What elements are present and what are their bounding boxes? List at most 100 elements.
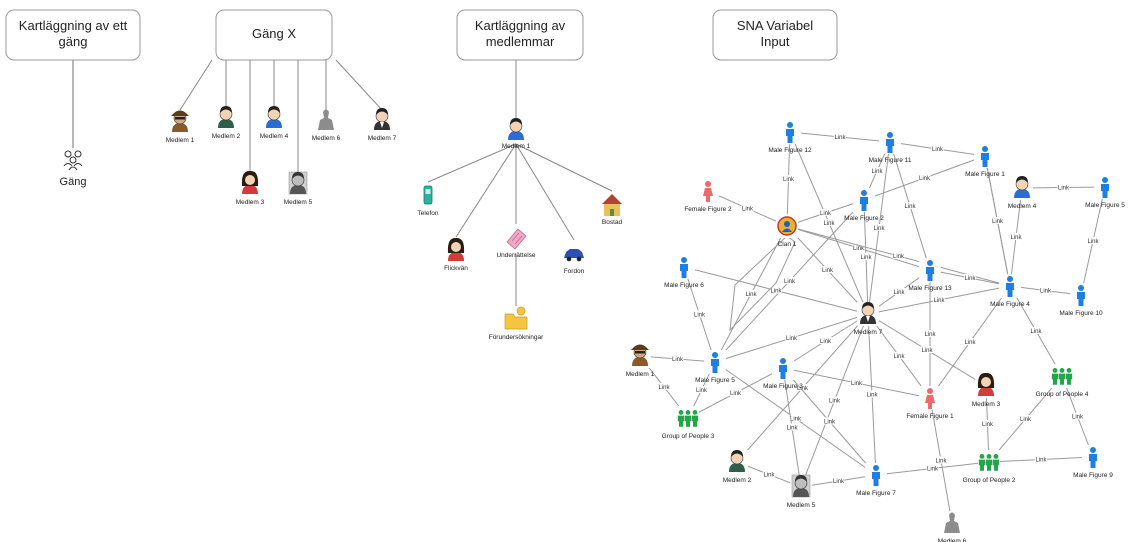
sna-edge: Link <box>800 313 869 488</box>
sna-edge: Link <box>714 199 865 363</box>
folder-icon <box>504 306 528 330</box>
sna-edge: Link <box>639 355 716 363</box>
spy-icon <box>171 110 189 132</box>
group-icon <box>978 454 1000 471</box>
sna-node-gp3: Group of People 3 <box>662 406 715 440</box>
member-map-item-telefon: Telefon <box>418 185 439 217</box>
sna-edge-label: Link <box>893 290 905 296</box>
sna-edge-label: Link <box>866 393 878 399</box>
sna-node-label: Male Figure 12 <box>768 147 812 154</box>
sna-node-label: Male Figure 6 <box>664 282 704 289</box>
header-sna-input: SNA Variabel Input <box>712 9 838 61</box>
sna-edge-label: Link <box>932 147 944 153</box>
sna-edge: Link <box>782 367 877 476</box>
sna-edge-label: Link <box>694 313 706 319</box>
header-sna-line2: Input <box>761 34 790 49</box>
member-suit-icon <box>860 302 876 324</box>
sna-edges: LinkLinkLinkLinkLinkLinkLinkLinkLinkLink… <box>639 131 1106 524</box>
member-map-item-label: Telefon <box>418 210 439 217</box>
sna-edge-label: Link <box>763 473 775 479</box>
sna-edge-label: Link <box>851 381 863 387</box>
member-map-lines <box>427 143 613 306</box>
sna-edge-label: Link <box>745 292 757 298</box>
header-gang-mapping-line2: gäng <box>59 34 88 49</box>
sna-edge: Link <box>714 225 788 363</box>
sna-edge: Link <box>782 131 795 227</box>
gang-x-member-6: Medlem 6 <box>312 109 341 142</box>
member-map-item-label: Bostad <box>602 219 623 226</box>
sna-node-mf1: Male Figure 1 <box>965 144 1005 178</box>
sna-edge-label: Link <box>829 399 841 405</box>
sna-node-mf6: Male Figure 6 <box>664 255 704 289</box>
sna-edge-label: Link <box>784 279 796 285</box>
header-member-mapping: Kartläggning av medlemmar <box>456 9 584 61</box>
man-icon <box>218 106 234 128</box>
sna-edge-label: Link <box>1072 415 1084 421</box>
sna-node-label: Medlem 1 <box>626 371 655 378</box>
sna-node-mf10: Male Figure 10 <box>1059 283 1103 317</box>
sna-edge-label: Link <box>904 204 916 210</box>
sna-edge-label: Link <box>860 255 872 261</box>
sna-node-m3: Medlem 3 <box>972 372 1001 408</box>
sna-edge: Link <box>683 266 716 363</box>
sna-node-m5: Medlem 5 <box>787 474 816 509</box>
sna-edge: Link <box>786 225 869 315</box>
sna-edge-label: Link <box>921 348 933 354</box>
sna-edge: Link <box>981 385 994 463</box>
gang-x-member-label: Medlem 4 <box>260 133 289 140</box>
gang-x-member-5: Medlem 5 <box>284 171 313 206</box>
sna-node-label: Group of People 3 <box>662 433 715 440</box>
sna-edge: Link <box>789 131 869 315</box>
sna-node-label: Group of People 4 <box>1036 391 1089 398</box>
gang-x-member-label: Medlem 2 <box>212 133 241 140</box>
sna-edge-label: Link <box>823 221 835 227</box>
member-map-item-label: Fordon <box>564 268 585 275</box>
member-gray-icon <box>791 474 811 498</box>
sna-edge-label: Link <box>964 276 976 282</box>
sna-edge-label: Link <box>1010 235 1022 241</box>
woman-icon <box>241 170 259 194</box>
sna-loop-edge <box>729 235 796 332</box>
member-statue-icon <box>944 512 960 533</box>
sna-edge: Link <box>1061 375 1094 458</box>
sna-edge-label: Link <box>1030 329 1042 335</box>
sna-edge: Link <box>800 474 877 488</box>
sna-edge: Link <box>786 199 865 227</box>
sna-edge: Link <box>875 461 990 476</box>
gang-x-member-3: Medlem 3 <box>236 170 265 206</box>
sna-node-label: Medlem 3 <box>972 401 1001 408</box>
sna-node-ff1: Female Figure 1 <box>906 386 954 420</box>
gang-x-lines <box>179 59 383 172</box>
sna-edge-label: Link <box>964 340 976 346</box>
member-map-item-flickv-n: Flickvän <box>444 237 468 272</box>
header-gang-x: Gäng X <box>215 9 333 61</box>
sna-node-label: Male Figure 13 <box>908 285 952 292</box>
sna-node-m2: Medlem 2 <box>723 450 752 484</box>
sna-node-m6: Medlem 6 <box>938 511 967 542</box>
sna-node-mf5b: Male Figure 5 <box>695 350 735 384</box>
sna-edge-label: Link <box>853 246 865 252</box>
sna-node-mf5: Male Figure 5 <box>1085 175 1125 209</box>
sna-edge: Link <box>889 141 986 157</box>
sna-edge: Link <box>867 141 891 315</box>
sna-edge: Link <box>707 190 788 227</box>
sna-edge: Link <box>867 313 931 399</box>
sna-node-mf4: Male Figure 4 <box>990 274 1030 308</box>
gang-x-member-4: Medlem 4 <box>260 106 289 140</box>
gang-x-member-7: Medlem 7 <box>368 108 397 142</box>
sna-edge: Link <box>714 313 869 363</box>
house-icon <box>602 194 622 216</box>
sna-edge-label: Link <box>672 357 684 363</box>
member-map-center: Medlem 1 <box>502 118 531 150</box>
sna-edge-label: Link <box>820 211 832 217</box>
sna-node-label: Male Figure 11 <box>869 157 912 164</box>
sna-edge-label: Link <box>933 298 945 304</box>
sna-edge: Link <box>714 361 877 476</box>
member-map-item-f-runders-kningar: Förundersökningar <box>489 306 544 341</box>
woman-icon <box>447 237 465 261</box>
group-icon <box>1051 368 1073 385</box>
sna-edge-label: Link <box>822 268 834 274</box>
gang-x-member-label: Medlem 7 <box>368 135 397 142</box>
sna-node-m7: Medlem 7 <box>854 302 883 336</box>
